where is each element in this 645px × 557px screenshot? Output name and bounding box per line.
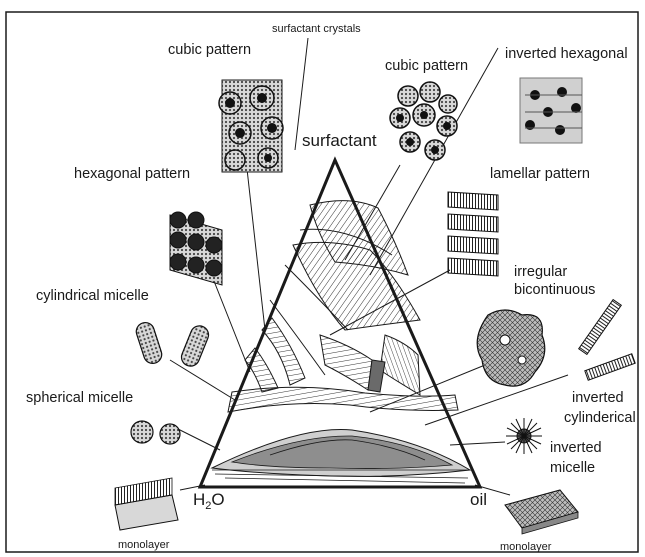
inverted-cylinder-icon: [579, 300, 636, 381]
label-cubic-pattern-right: cubic pattern: [385, 58, 468, 74]
ternary-diagram: [200, 160, 480, 487]
micellar-phase-strip: [228, 387, 458, 412]
label-cubic-pattern-left: cubic pattern: [168, 42, 251, 58]
lamellar-stack-icon: [448, 192, 498, 276]
label-bicontinuous: bicontinuous: [514, 282, 595, 298]
label-water: H2O: [193, 490, 225, 512]
label-inverted-cyl-1: inverted: [572, 390, 624, 406]
irregular-bicontinuous-icon: [477, 310, 545, 386]
label-monolayer-left: monolayer: [118, 539, 170, 551]
label-lamellar-pattern: lamellar pattern: [490, 166, 590, 182]
label-inverted-cyl-2: cylinderical: [564, 410, 636, 426]
label-inverted-micelle-2: micelle: [550, 460, 595, 476]
label-hexagonal-pattern: hexagonal pattern: [74, 166, 190, 182]
lamellar-phase-band: [380, 335, 420, 395]
cylindrical-phase-band: [245, 348, 278, 392]
label-oil: oil: [470, 490, 487, 509]
label-monolayer-right: monolayer: [500, 541, 552, 553]
middle-phase-band: [293, 242, 420, 330]
label-surfactant-crystals: surfactant crystals: [272, 23, 361, 35]
hexagonal-rod-bundle-icon: [170, 212, 222, 285]
cubic-micelle-cluster-icon: [219, 80, 283, 172]
label-surfactant: surfactant: [302, 131, 377, 150]
inverted-micelle-icon: [506, 418, 542, 454]
monolayer-icon: [115, 478, 178, 530]
label-inverted-micelle-1: inverted: [550, 440, 602, 456]
label-irregular: irregular: [514, 264, 567, 280]
label-inverted-hexagonal: inverted hexagonal: [505, 46, 628, 62]
label-cylindrical-micelle: cylindrical micelle: [36, 288, 149, 304]
inverted-hexagonal-icon: [520, 78, 582, 143]
label-spherical-micelle: spherical micelle: [26, 390, 133, 406]
monolayer-icon: [505, 490, 578, 534]
cubic-bicontinuous-cluster-icon: [390, 82, 457, 160]
spherical-micelle-icon: [131, 421, 180, 444]
